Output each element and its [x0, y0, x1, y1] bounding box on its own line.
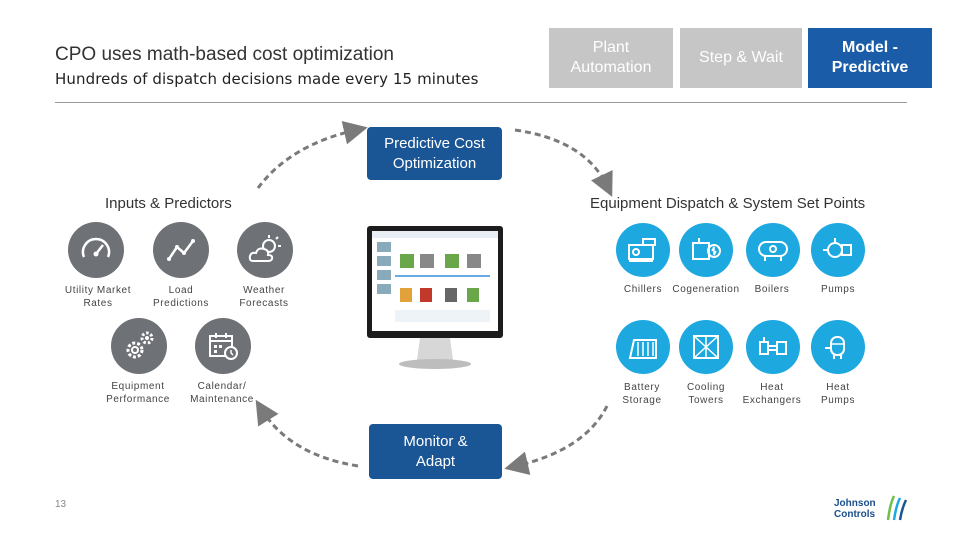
dispatch-label-boilers: Boilers	[754, 284, 790, 295]
step-plant-automation: Plant Automation	[549, 28, 673, 88]
dispatch-label-heat-pumps: Heat Pumps	[820, 382, 856, 406]
gears-icon	[111, 318, 167, 374]
boiler-icon	[746, 223, 800, 277]
predictive-cost-optimization-box: Predictive Cost Optimization	[367, 127, 502, 180]
header-divider	[55, 102, 907, 103]
arrow-optimization-to-dispatch	[514, 128, 613, 197]
pump-icon	[811, 223, 865, 277]
slide-title: CPO uses math-based cost optimization	[55, 44, 394, 65]
monitor-and-adapt-box: Monitor & Adapt	[369, 424, 502, 479]
monitor-icon	[367, 226, 503, 369]
input-label-load-predictions: Load Predictions	[152, 285, 210, 309]
battery-storage-icon	[616, 320, 670, 374]
johnson-controls-mark-icon	[886, 495, 908, 521]
slide-subtitle: Hundreds of dispatch decisions made ever…	[55, 70, 479, 88]
johnson-controls-logo: Johnson Controls	[834, 498, 876, 520]
dispatch-label-cooling-towers: Cooling Towers	[686, 382, 726, 406]
weather-icon	[237, 222, 293, 278]
input-label-equipment-performance: Equipment Performance	[106, 381, 170, 405]
arrow-dispatch-to-monitor	[504, 405, 609, 475]
inputs-heading: Inputs & Predictors	[105, 195, 232, 212]
dispatch-label-cogeneration: Cogeneration	[672, 284, 740, 295]
cogeneration-icon	[679, 223, 733, 277]
gauge-icon	[68, 222, 124, 278]
cooling-tower-icon	[679, 320, 733, 374]
step-step-and-wait: Step & Wait	[680, 28, 802, 88]
heat-pump-icon	[811, 320, 865, 374]
dispatch-label-chillers: Chillers	[623, 284, 663, 295]
dispatch-label-heat-exchangers: Heat Exchangers	[742, 382, 802, 406]
dispatch-label-battery-storage: Battery Storage	[622, 382, 662, 406]
dispatch-label-pumps: Pumps	[820, 284, 856, 295]
arrow-monitor-to-inputs	[255, 399, 359, 468]
arrow-inputs-to-optimization	[256, 120, 368, 189]
input-label-weather-forecasts: Weather Forecasts	[239, 285, 289, 309]
dispatch-heading: Equipment Dispatch & System Set Points	[590, 195, 866, 212]
line-chart-icon	[153, 222, 209, 278]
heat-exchanger-icon	[746, 320, 800, 374]
calendar-icon	[195, 318, 251, 374]
input-label-calendar-maintenance: Calendar/ Maintenance	[190, 381, 254, 405]
page-number: 13	[55, 499, 67, 510]
input-label-utility-rates: Utility Market Rates	[64, 285, 132, 309]
step-model-predictive: Model - Predictive	[808, 28, 932, 88]
chiller-icon	[616, 223, 670, 277]
